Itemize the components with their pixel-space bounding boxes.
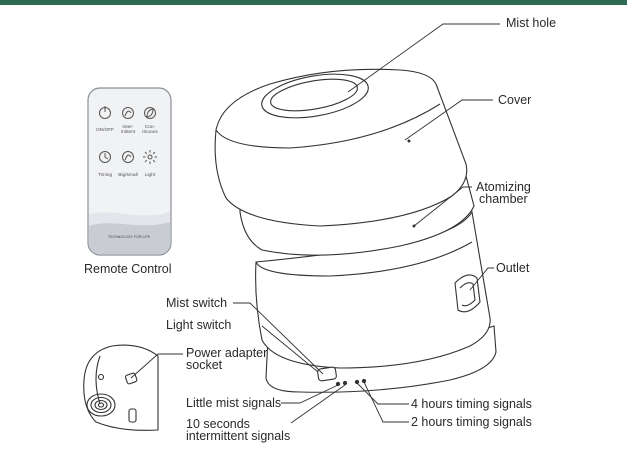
remote-btn-label-line: tinuous bbox=[142, 129, 158, 135]
humidifier bbox=[214, 68, 497, 393]
inset-slot bbox=[128, 408, 137, 423]
label-4h-signals: 4 hours timing signals bbox=[411, 397, 532, 411]
label-atomizing-2: chamber bbox=[479, 192, 528, 206]
label-mist-hole: Mist hole bbox=[506, 16, 557, 30]
continuous-mist-icon[interactable] bbox=[144, 107, 156, 119]
label-remote-control: Remote Control bbox=[84, 262, 172, 276]
leader-power-socket bbox=[130, 353, 183, 379]
remote-control: ON/OFF Inter-mittent Con-tinuous Timing … bbox=[87, 87, 172, 256]
power-socket bbox=[86, 393, 116, 417]
cover-highlight bbox=[407, 139, 411, 143]
indicator-little-mist bbox=[335, 381, 341, 387]
remote-btn-label-line: Inter- bbox=[122, 124, 134, 130]
label-cover: Cover bbox=[498, 93, 532, 107]
remote-brand-text: TECHNOLOGY FOR LIFE bbox=[108, 235, 151, 239]
indicator-intermittent bbox=[342, 380, 348, 386]
remote-btn-label-mist-level: Big/small bbox=[118, 172, 137, 178]
remote-band-light bbox=[89, 212, 170, 226]
label-atomizing-1: Atomizing bbox=[476, 180, 531, 194]
intermittent-mist-icon[interactable] bbox=[122, 107, 134, 119]
remote-btn-label-line: Timing bbox=[98, 172, 113, 178]
inset-indicator bbox=[97, 373, 105, 381]
leader-outlet bbox=[469, 267, 494, 291]
remote-btn-label-line: ON/OFF bbox=[96, 127, 114, 133]
leader-light-switch bbox=[261, 325, 319, 373]
label-intermittent-2: intermittent signals bbox=[186, 429, 291, 443]
light-icon[interactable] bbox=[143, 150, 157, 164]
remote-btn-label-onoff: ON/OFF bbox=[96, 127, 114, 133]
power-socket-inset bbox=[83, 344, 159, 431]
mist-level-icon[interactable] bbox=[122, 151, 134, 163]
label-power-socket-1: Power adapter bbox=[186, 346, 268, 360]
leader-intermittent bbox=[290, 384, 346, 424]
inset-outline bbox=[83, 344, 159, 431]
remote-btn-label-light: Light bbox=[145, 172, 156, 178]
label-little-mist: Little mist signals bbox=[186, 396, 282, 410]
leader-mist-switch bbox=[233, 302, 324, 375]
remote-btn-label-line: mittent bbox=[121, 129, 136, 135]
leader-cover bbox=[404, 99, 493, 141]
inset-edge bbox=[95, 355, 101, 405]
remote-btn-label-line: Light bbox=[145, 172, 156, 178]
leader-2h bbox=[363, 381, 409, 423]
label-outlet: Outlet bbox=[496, 261, 530, 275]
remote-btn-label-line: Big/small bbox=[118, 172, 137, 178]
inset-adapter-port bbox=[124, 372, 138, 385]
label-mist-switch: Mist switch bbox=[166, 296, 228, 310]
water-tank-top-edge bbox=[255, 241, 473, 277]
leader-mist-hole bbox=[347, 23, 500, 93]
remote-btn-label-line: Con- bbox=[145, 124, 156, 130]
mist-light-switch[interactable] bbox=[317, 366, 337, 382]
power-icon[interactable] bbox=[99, 106, 111, 119]
timer-icon[interactable] bbox=[99, 151, 111, 163]
leader-lines bbox=[130, 23, 500, 424]
outlet bbox=[454, 274, 481, 313]
label-power-socket-2: socket bbox=[186, 358, 223, 372]
leader-atomizing bbox=[413, 186, 472, 227]
remote-btn-label-timing: Timing bbox=[98, 172, 113, 178]
cover-top-rim bbox=[215, 103, 441, 149]
mist-hole bbox=[261, 73, 369, 119]
remote-btn-label-intermittent: Inter-mittent bbox=[121, 124, 136, 135]
leader-4h bbox=[356, 382, 409, 405]
label-2h-signals: 2 hours timing signals bbox=[411, 415, 532, 429]
remote-btn-label-continuous: Con-tinuous bbox=[142, 124, 158, 135]
label-light-switch: Light switch bbox=[166, 318, 232, 332]
label-intermittent-1: 10 seconds bbox=[186, 417, 250, 431]
leader-little-mist bbox=[281, 384, 339, 404]
top-border bbox=[0, 0, 627, 5]
outlet-inner bbox=[459, 282, 476, 307]
